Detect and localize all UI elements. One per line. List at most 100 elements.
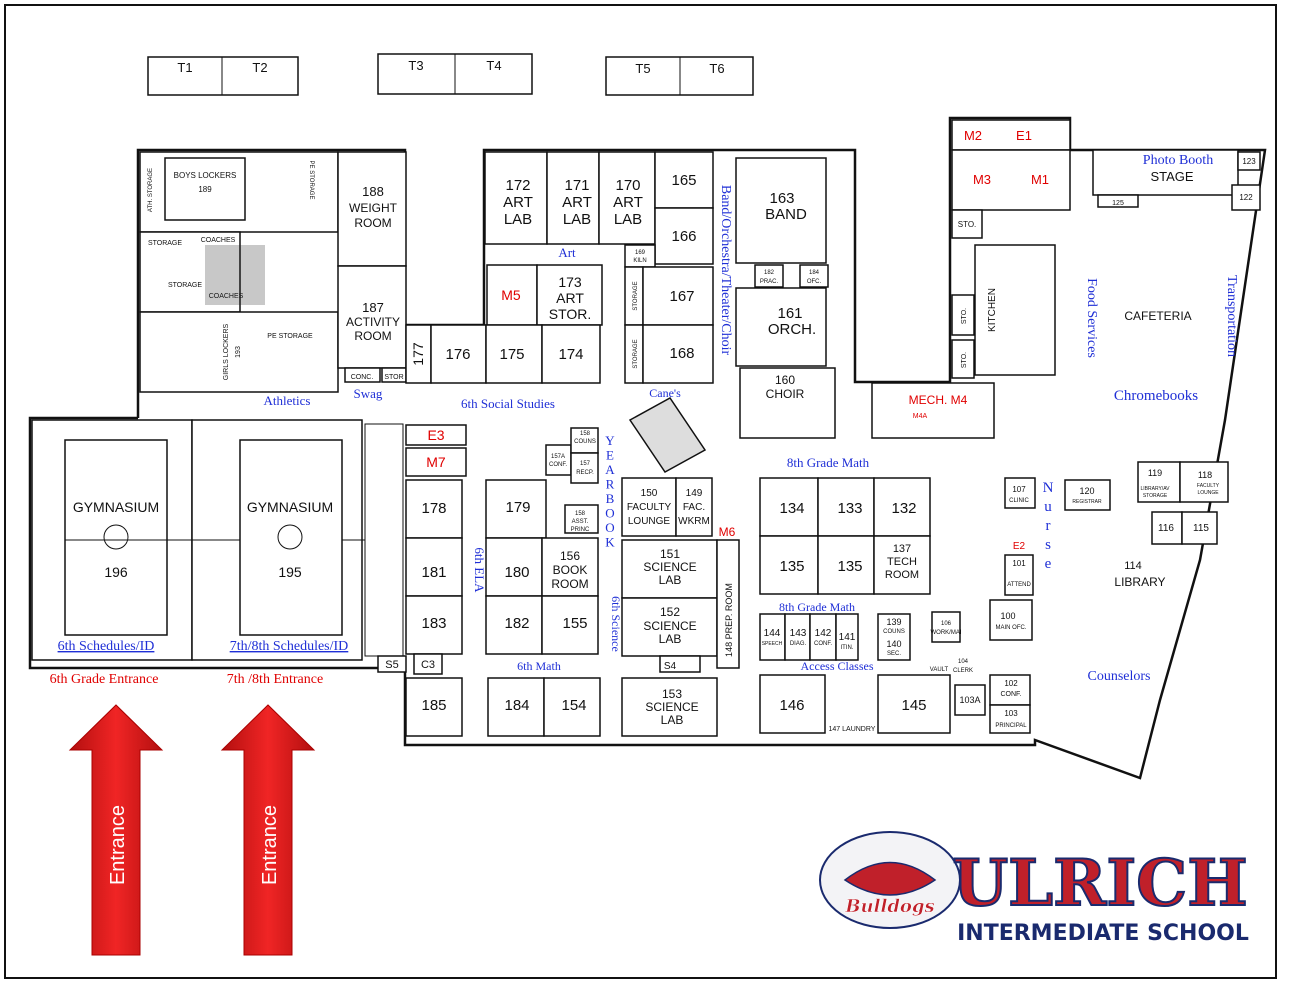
room-s4: S4 [664, 661, 677, 672]
room-s5: S5 [385, 659, 398, 671]
room-193-label: 193 [235, 346, 242, 358]
coaches-label-2: COACHES [209, 293, 244, 300]
logo-ulrich: ULRICH [952, 846, 1247, 921]
storage-label: STORAGE [148, 240, 182, 247]
pe-storage-label: PE STORAGE [308, 161, 314, 200]
room-147: 147 LAUNDRY [829, 726, 876, 733]
gym-195-number: 195 [278, 564, 302, 580]
room-182-small: 182 [764, 270, 775, 276]
room-104-clerk: CLERK [953, 668, 973, 674]
bulldogs-script: Bulldogs [844, 896, 934, 917]
room-189-label: BOYS LOCKERS [174, 171, 237, 180]
room-152-lab: LAB [659, 632, 682, 646]
label-m3: M3 [973, 172, 991, 187]
room-183: 183 [421, 615, 446, 632]
label-e1: E1 [1016, 128, 1032, 143]
room-137-tech: TECH [887, 556, 917, 568]
room-187-number: 187 [362, 300, 384, 315]
room-157: 157 [580, 461, 591, 467]
sixth-math-label: 6th Math [517, 659, 561, 673]
room-172-lab: LAB [504, 211, 532, 228]
eighth-math-label-2: 8th Grade Math [779, 600, 855, 614]
yearbook-letter: O [605, 506, 614, 521]
room-106: 106 [941, 621, 952, 627]
room-169-number: 169 [635, 250, 646, 256]
office-area: 107 CLINIC 101 ATTEND 106 WORK/MAI 100 M… [930, 477, 1036, 734]
nurse-letter: r [1046, 518, 1051, 534]
m4a-label: M4A [913, 413, 928, 420]
room-171-number: 171 [564, 177, 589, 194]
room-177: 177 [410, 342, 426, 366]
room-103a: 103A [959, 695, 980, 705]
sto-label-1: STO. [958, 220, 977, 229]
yearbook-letter: A [605, 462, 615, 477]
room-158-asst-label: ASST. [572, 519, 589, 525]
swag-label: Swag [354, 386, 383, 401]
room-134: 134 [779, 500, 804, 517]
portable-t1: T1 [177, 60, 192, 75]
entrance-arrow-right [220, 704, 316, 956]
cafeteria-label: CAFETERIA [1124, 309, 1191, 323]
seventh-eighth-entrance-label: 7th /8th Entrance [227, 672, 323, 687]
room-137-number: 137 [893, 543, 911, 555]
room-118-faculty: FACULTY [1197, 483, 1220, 489]
yearbook-letter: E [606, 448, 614, 463]
sto-label-2: STO. [961, 308, 968, 324]
room-188-label: WEIGHT [349, 201, 398, 215]
room-181: 181 [421, 564, 446, 581]
gym-area: GYMNASIUM 196 GYMNASIUM 195 [31, 419, 404, 661]
room-184: 184 [504, 697, 529, 714]
room-158-princ: PRINC [571, 527, 590, 533]
map-frame [4, 4, 1277, 979]
room-170-lab: LAB [614, 211, 642, 228]
seventh-eighth-schedules-label: 7th/8th Schedules/ID [230, 639, 349, 654]
room-123: 123 [1242, 157, 1256, 166]
ath-storage-label: ATH. STORAGE [148, 168, 154, 212]
access-classes-label: Access Classes [801, 659, 874, 673]
room-141: 141 [839, 632, 856, 643]
coaches-label: COACHES [201, 237, 236, 244]
label-e2: E2 [1013, 541, 1026, 552]
room-106-work: WORK/MAI [931, 630, 962, 636]
gym-196-label: GYMNASIUM [73, 499, 159, 515]
room-135: 135 [779, 558, 804, 575]
counselors-label: Counselors [1088, 669, 1151, 684]
room-169-kiln: KILN [633, 258, 646, 264]
room-154: 154 [561, 697, 586, 714]
room-101-attend: ATTEND [1007, 582, 1031, 588]
room-143: 143 [790, 628, 807, 639]
room-137-room: ROOM [885, 569, 919, 581]
room-119-storage: STORAGE [1143, 493, 1168, 499]
room-140: 140 [886, 639, 901, 649]
room-141-itin: ITIN. [841, 645, 854, 651]
label-m2: M2 [964, 128, 982, 143]
room-107-clinic: CLINIC [1009, 498, 1029, 504]
room-171-lab: LAB [563, 211, 591, 228]
room-171-art: ART [562, 194, 592, 211]
room-103-principal: PRINCIPAL [995, 723, 1027, 729]
room-c3: C3 [421, 659, 435, 671]
kitchen-label: KITCHEN [987, 288, 998, 332]
sixth-grade-entrance-label: 6th Grade Entrance [50, 672, 159, 687]
room-153-science: SCIENCE [645, 700, 698, 714]
room-173-number: 173 [558, 274, 582, 290]
room-170-number: 170 [615, 177, 640, 194]
room-149-wkrm: WKRM [678, 516, 710, 527]
room-188-number: 188 [362, 184, 384, 199]
room-156-number: 156 [560, 549, 580, 563]
room-174: 174 [558, 346, 583, 363]
art-wing: 172 ART LAB 171 ART LAB 170 ART LAB 165 … [405, 151, 714, 384]
room-151-science: SCIENCE [643, 560, 696, 574]
room-163-number: 163 [769, 190, 794, 207]
nurse-letter: e [1045, 556, 1052, 572]
social-studies-label: 6th Social Studies [461, 396, 555, 411]
room-179: 179 [505, 499, 530, 516]
eighth-grade-block: 134 133 132 135 135 137 TECH ROOM 144 SP… [759, 477, 951, 734]
label-m5: M5 [501, 287, 521, 303]
band-orchestra-label: Band/Orchestra/Theater/Choir [718, 185, 733, 356]
portable-t5: T5 [635, 61, 650, 76]
room-142-conf: CONF. [814, 641, 832, 647]
room-160-choir: CHOIR [766, 387, 805, 401]
